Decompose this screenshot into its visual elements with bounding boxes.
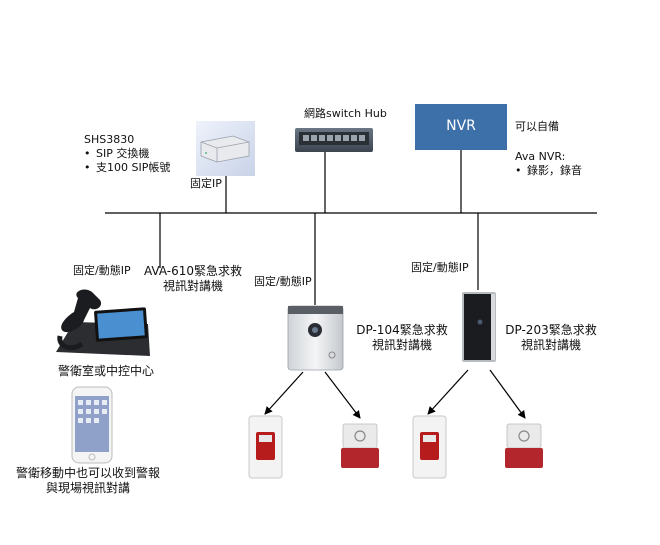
ava610-ip-label: 固定/動態IP <box>73 264 131 277</box>
ava610-location-label: 警衛室或中控中心 <box>58 364 155 378</box>
dp104-to-button-arrow <box>264 371 304 415</box>
mobile-caption: 警衛移動中也可以收到警報 與現場視訊對講 <box>4 466 172 496</box>
sip-server-feature-list: SIP 交換機 支100 SIP帳號 <box>84 147 170 175</box>
sip-server-image <box>196 121 255 176</box>
dp203-intercom-image <box>462 292 496 362</box>
nvr-box-label: NVR <box>446 118 476 134</box>
nvr-feature-list: 錄影，錄音 <box>515 164 582 178</box>
dp203-name-line2: 視訊對講機 <box>520 338 581 352</box>
dp104-ip-label: 固定/動態IP <box>254 275 312 288</box>
dp104-intercom-image <box>287 305 344 371</box>
dp104-name-line1: DP-104緊急求救 <box>356 323 448 337</box>
mobile-phone-image <box>71 386 113 464</box>
nvr-box <box>415 104 507 150</box>
sip-server-feature-item: 支100 SIP帳號 <box>84 161 170 175</box>
nvr-self-provided-label: 可以自備 <box>515 120 559 133</box>
dp104-name-line2: 視訊對講機 <box>371 338 432 352</box>
emergency-button-2-image <box>412 415 447 479</box>
ava610-name-line1: AVA-610緊急求救 <box>143 264 243 278</box>
dp203-to-button-arrow <box>427 369 469 415</box>
siren-1-image <box>341 423 379 468</box>
dp104-to-siren-arrow <box>324 371 361 419</box>
dp203-name: DP-203緊急求救 視訊對講機 <box>500 323 602 353</box>
mobile-caption-line1: 警衛移動中也可以收到警報 <box>15 466 160 480</box>
nvr-title: Ava NVR: <box>515 150 566 163</box>
dp203-ip-label: 固定/動態IP <box>411 261 469 274</box>
mobile-caption-line2: 與現場視訊對講 <box>45 481 130 495</box>
sip-server-model: SHS3830 <box>84 133 135 146</box>
dp203-to-siren-arrow <box>489 369 526 419</box>
emergency-button-1-image <box>248 415 283 479</box>
dp203-name-line1: DP-203緊急求救 <box>505 323 597 337</box>
dp104-name: DP-104緊急求救 視訊對講機 <box>352 323 452 353</box>
ava610-name-line2: 視訊對講機 <box>162 279 223 293</box>
sip-server-ip-label: 固定IP <box>190 177 222 190</box>
ava610-name: AVA-610緊急求救 視訊對講機 <box>140 264 246 294</box>
siren-2-image <box>505 423 543 468</box>
nvr-feature-item: 錄影，錄音 <box>515 164 582 178</box>
network-switch-label: 網路switch Hub <box>304 107 387 120</box>
network-switch-image <box>295 128 373 152</box>
ava610-desk-phone-image <box>56 289 150 356</box>
sip-server-feature-item: SIP 交換機 <box>84 147 170 161</box>
